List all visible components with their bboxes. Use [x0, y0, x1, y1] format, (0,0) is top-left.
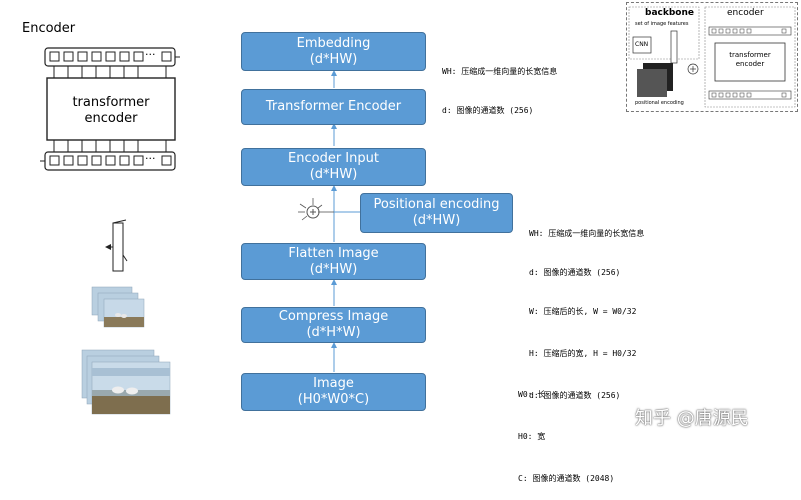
compressed-image-stack	[91, 286, 145, 328]
compress-note-line1: W: 压缩后的长, W = W0/32	[529, 307, 637, 316]
embedding-note: WH: 压缩成一维向量的长宽信息 d: 图像的通道数 (256)	[442, 39, 557, 130]
image-box: Image (H0*W0*C)	[241, 373, 426, 411]
encoder-input-box: Encoder Input (d*HW)	[241, 148, 426, 186]
token-dots-top: ···	[145, 48, 156, 61]
transformer-label-line2: encoder	[84, 111, 138, 126]
image-title: Image	[313, 376, 354, 391]
detr-inset: backbone encoder set of image features C…	[626, 2, 798, 112]
compress-note-line2: H: 压缩后的宽, H = H0/32	[529, 349, 637, 358]
positional-note-line1: WH: 压缩成一维向量的长宽信息	[529, 229, 645, 238]
compress-image-title: Compress Image	[278, 309, 389, 324]
inset-transformer-label: transformer encoder	[715, 51, 785, 69]
positional-encoding-box: Positional encoding (d*HW)	[360, 193, 513, 233]
transformer-encoder-title: Transformer Encoder	[265, 99, 402, 114]
embedding-box: Embedding (d*HW)	[241, 32, 426, 71]
embedding-note-line2: d: 图像的通道数 (256)	[442, 106, 534, 115]
token-dots-bottom: ···	[145, 152, 156, 165]
image-note-line2: H0: 宽	[518, 432, 546, 441]
inset-encoder-label: encoder	[727, 8, 764, 18]
positional-note-line2: d: 图像的通道数 (256)	[529, 268, 621, 277]
positional-encoding-dims: (d*HW)	[412, 213, 461, 228]
inset-transformer-line1: transformer	[729, 51, 771, 59]
image-note-line1: W0: 长	[518, 390, 546, 399]
encoder-title: Encoder	[22, 21, 76, 36]
input-image-stack	[81, 349, 171, 415]
image-dims: (H0*W0*C)	[297, 392, 370, 407]
flatten-image-title: Flatten Image	[288, 245, 379, 261]
transformer-encoder-box: Transformer Encoder	[241, 89, 426, 125]
positional-encoding-title: Positional encoding	[373, 197, 500, 212]
compress-note-line3: d: 图像的通道数 (256)	[529, 391, 621, 400]
compress-image-dims: (d*H*W)	[306, 325, 361, 340]
flatten-image-box: Flatten Image (d*HW)	[241, 243, 426, 280]
inset-positional-label: positional encoding	[635, 100, 684, 106]
encoder-input-dims: (d*HW)	[309, 167, 358, 182]
transformer-box-label: transformer encoder	[47, 95, 175, 127]
inset-set-features: set of image features	[635, 21, 689, 27]
inset-graphics	[628, 6, 796, 108]
image-note: W0: 长 H0: 宽 C: 图像的通道数 (2048)	[518, 360, 614, 500]
inset-backbone-label: backbone	[645, 8, 694, 18]
watermark: 知乎 @唐源民	[635, 408, 749, 429]
flatten-image-dims: (d*HW)	[309, 261, 358, 277]
transformer-label-line1: transformer	[72, 95, 150, 110]
encoder-input-title: Encoder Input	[288, 151, 379, 166]
compress-image-box: Compress Image (d*H*W)	[241, 307, 426, 343]
feature-bar-icon	[105, 219, 128, 272]
pipeline-arrows	[298, 70, 360, 372]
image-note-line3: C: 图像的通道数 (2048)	[518, 474, 615, 483]
inset-cnn-label: CNN	[635, 41, 649, 48]
embedding-dims: (d*HW)	[309, 51, 358, 67]
positional-note: WH: 压缩成一维向量的长宽信息 d: 图像的通道数 (256)	[529, 201, 644, 292]
inset-transformer-line2: encoder	[735, 60, 765, 68]
transformer-schematic	[40, 47, 180, 171]
compress-note: W: 压缩后的长, W = W0/32 H: 压缩后的宽, H = H0/32 …	[529, 277, 636, 417]
embedding-note-line1: WH: 压缩成一维向量的长宽信息	[442, 67, 558, 76]
embedding-title: Embedding	[296, 35, 371, 51]
